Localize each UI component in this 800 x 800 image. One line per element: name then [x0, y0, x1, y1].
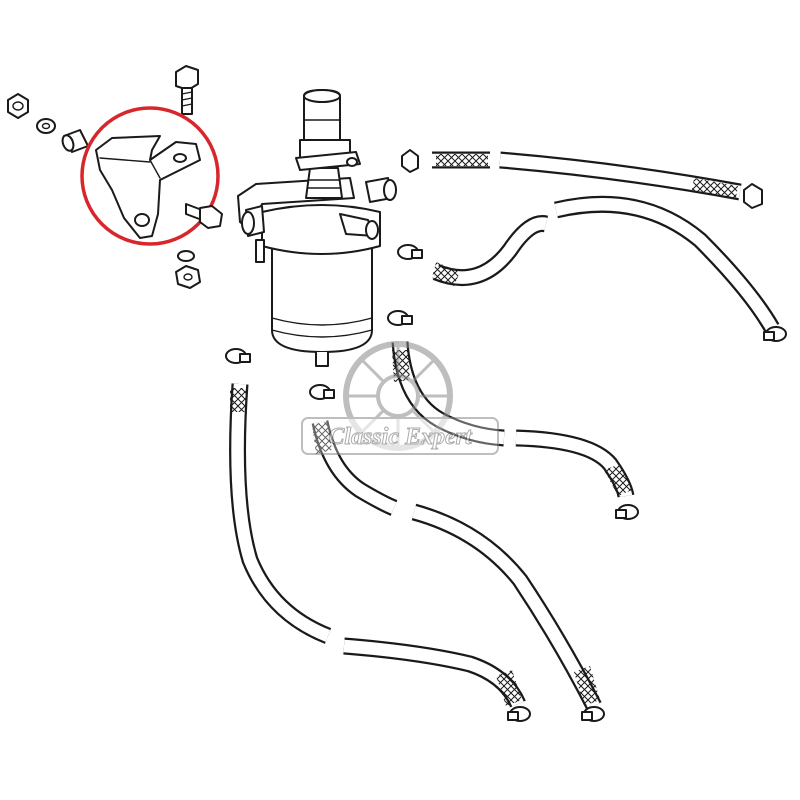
hex-nut-lower — [175, 265, 201, 289]
watermark-logo: Classic Expert — [301, 341, 499, 455]
hose-clamp — [581, 706, 605, 722]
bracket-bolt — [185, 203, 223, 229]
washer-lower — [177, 250, 195, 262]
fuel-hose-top-straight[interactable] — [432, 151, 742, 201]
watermark-text: Classic Expert — [328, 424, 473, 450]
hose-end-fitting-top-left — [401, 149, 419, 173]
hose-clamp — [763, 326, 787, 342]
hose-clamp — [615, 504, 639, 520]
top-bolt — [175, 65, 199, 115]
fuel-hose-centre-lower[interactable] — [311, 420, 602, 710]
hose-clamp — [397, 244, 423, 260]
hose-end-fitting-top-right — [743, 183, 763, 209]
fuel-hose-centre-upper[interactable] — [391, 341, 635, 498]
top-port — [365, 177, 397, 203]
highlight-circle — [80, 106, 220, 246]
hex-nut-left — [7, 93, 29, 119]
washer-left — [36, 118, 56, 134]
fuel-hose-long-left[interactable] — [229, 383, 526, 708]
inlet-port — [241, 205, 265, 263]
outlet-port — [339, 213, 379, 240]
hose-clamp — [507, 706, 531, 722]
hose-clamp — [309, 384, 335, 400]
fuel-filter-assembly[interactable] — [237, 89, 397, 367]
fuel-hose-upper-curved[interactable] — [432, 195, 780, 333]
spacer-sleeve — [61, 129, 89, 153]
hose-clamp — [225, 348, 251, 364]
filter-mounting-bracket[interactable] — [95, 135, 201, 239]
hose-clamp — [387, 310, 413, 326]
